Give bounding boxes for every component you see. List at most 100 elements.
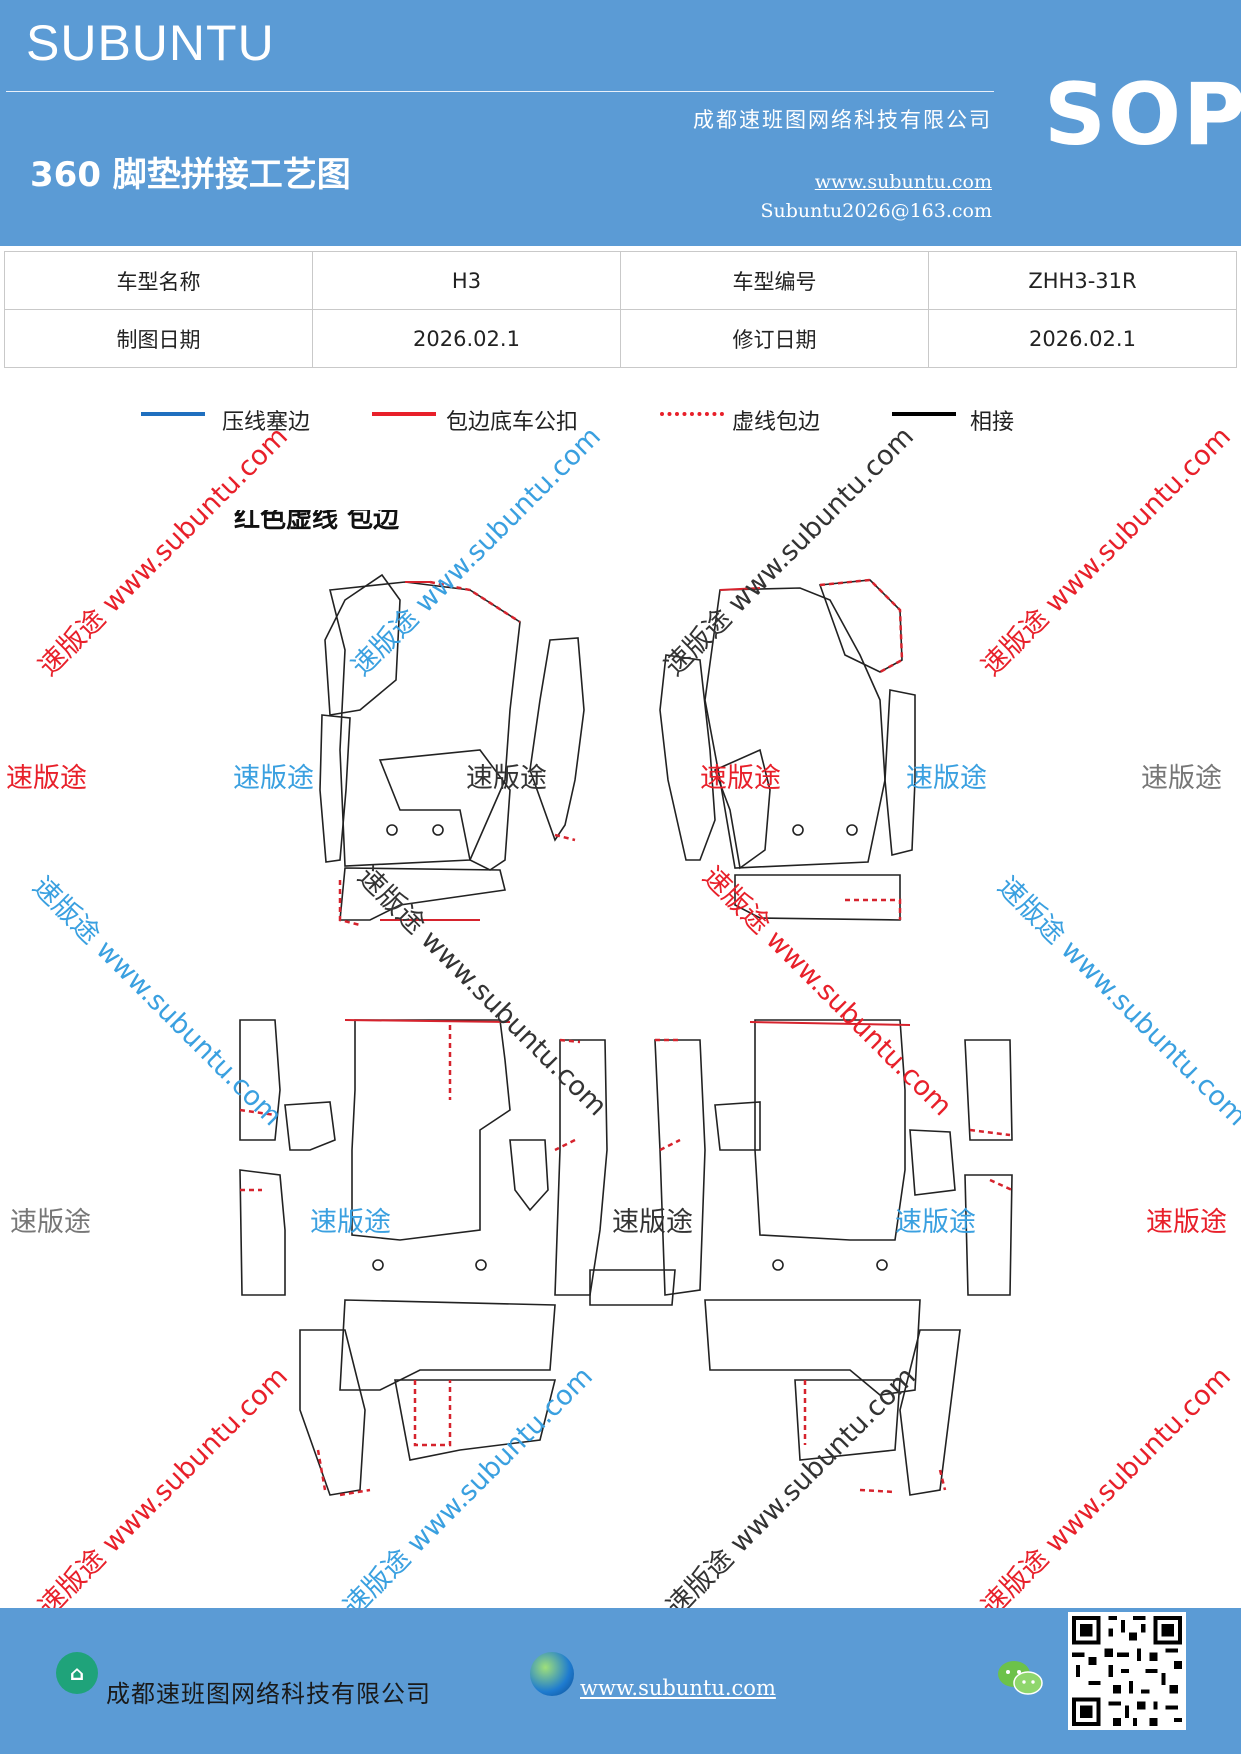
mat-hole <box>876 1259 888 1271</box>
label-drawing-date: 制图日期 <box>4 309 313 368</box>
mat-piece <box>339 1299 556 1391</box>
dashed-edge <box>429 580 521 624</box>
wechat-icon[interactable] <box>996 1658 1044 1698</box>
value-drawing-date: 2026.02.1 <box>312 309 621 368</box>
dashed-edge <box>413 1380 452 1447</box>
table-row: 制图日期 2026.02.1 修订日期 2026.02.1 <box>4 309 1237 368</box>
home-icon: ⌂ <box>56 1652 98 1694</box>
watermark-text: 速版途 <box>233 763 314 794</box>
mat-hole <box>475 1259 487 1271</box>
dashed-edge <box>859 1488 896 1494</box>
dashed-edge <box>316 1449 327 1491</box>
mat-piece <box>964 1039 1013 1141</box>
dashed-edge <box>938 1469 947 1491</box>
legend-line-red-dashed <box>660 412 724 416</box>
mat-piece <box>529 637 585 842</box>
value-model-code: ZHH3-31R <box>928 251 1237 310</box>
legend-line-black <box>892 412 956 416</box>
globe-icon <box>530 1652 574 1696</box>
watermark-text: 速版途 <box>1146 1207 1227 1238</box>
mat-piece <box>589 1269 676 1306</box>
dashed-edge <box>554 1138 576 1152</box>
watermark-text: 速版途 <box>310 1207 391 1238</box>
legend-label: 相接 <box>970 410 1015 435</box>
mat-piece <box>509 1139 549 1212</box>
legend-label: 虚线包边 <box>732 410 821 435</box>
mat-piece <box>319 714 351 863</box>
mat-piece <box>394 1379 557 1461</box>
dashed-edge <box>554 833 576 842</box>
brand-name: SUBUNTU <box>26 15 275 71</box>
label-model-name: 车型名称 <box>4 251 313 310</box>
footer-website-link[interactable]: www.subuntu.com <box>580 1676 776 1700</box>
red-solid-edges <box>344 581 911 1026</box>
mat-piece <box>351 1019 511 1241</box>
mat-outlines <box>239 573 1013 1496</box>
partial-caption-clip: 红色虚线 包边 <box>234 510 454 532</box>
legend-line-blue <box>141 412 205 416</box>
red-dashed-edges <box>239 578 1013 1497</box>
mat-piece <box>754 1019 906 1241</box>
mat-piece <box>909 1129 956 1196</box>
mat-hole <box>372 1259 384 1271</box>
dashed-edge <box>559 1038 581 1044</box>
watermark-text: 速版途 <box>700 763 781 794</box>
mat-piece <box>899 1329 961 1496</box>
dashed-edge <box>969 1128 1011 1137</box>
company-name: 成都速班图网络科技有限公司 <box>693 108 992 132</box>
mat-piece <box>794 1379 901 1461</box>
dashed-edge <box>239 1108 276 1117</box>
mat-piece <box>714 1101 761 1151</box>
vehicle-info-table: 车型名称 H3 车型编号 ZHH3-31R 制图日期 2026.02.1 修订日… <box>4 251 1237 368</box>
footer-company: 成都速班图网络科技有限公司 <box>106 1680 431 1708</box>
mat-hole <box>792 824 804 836</box>
label-revision-date: 修订日期 <box>620 309 929 368</box>
footer-banner: ⌂ 成都速班图网络科技有限公司 www.subuntu.com <box>0 1608 1241 1754</box>
mat-piece <box>818 579 903 673</box>
dashed-edge <box>338 880 361 927</box>
mat-piece <box>713 748 771 870</box>
mat-piece <box>299 1329 366 1496</box>
legend-line-red <box>372 412 436 416</box>
mat-hole <box>772 1259 784 1271</box>
dashed-edge <box>989 1178 1013 1192</box>
value-revision-date: 2026.02.1 <box>928 309 1237 368</box>
website-link[interactable]: www.subuntu.com <box>814 171 992 193</box>
dashed-edge <box>819 578 904 674</box>
watermark-text: 速版途 <box>6 763 87 794</box>
watermark-text: 速版途 <box>466 763 547 794</box>
label-model-code: 车型编号 <box>620 251 929 310</box>
mat-piece <box>704 1299 921 1396</box>
mat-piece <box>964 1174 1013 1296</box>
document-title: 360 脚垫拼接工艺图 <box>30 155 351 195</box>
email-address[interactable]: Subuntu2026@163.com <box>760 200 992 222</box>
red-edge <box>719 587 761 591</box>
partial-caption: 红色虚线 包边 <box>234 510 400 532</box>
mat-piece <box>239 1019 281 1141</box>
mat-piece <box>654 1039 706 1296</box>
mat-hole <box>386 824 398 836</box>
qr-code <box>1068 1612 1186 1730</box>
red-edge <box>344 1019 511 1023</box>
value-model-name: H3 <box>312 251 621 310</box>
watermark-text: 速版途 <box>1141 763 1222 794</box>
mat-piece <box>734 874 901 921</box>
watermark-text: 速版途 <box>906 763 987 794</box>
header-divider <box>6 91 994 92</box>
dashed-edge <box>659 1138 681 1152</box>
watermark-text: 速版途 <box>612 1207 693 1238</box>
mat-hole <box>846 824 858 836</box>
watermark-text: 速版途 <box>10 1207 91 1238</box>
mat-pattern-svg <box>239 573 1013 1497</box>
red-edge <box>749 1021 911 1026</box>
mat-piece <box>659 654 716 861</box>
mat-piece <box>884 689 916 857</box>
mat-piece <box>554 1039 608 1296</box>
floor-mat-diagram: 红色虚线 包边 <box>0 421 1241 1622</box>
table-row: 车型名称 H3 车型编号 ZHH3-31R <box>4 251 1237 310</box>
dashed-edge <box>845 898 902 920</box>
mat-piece <box>239 1169 286 1296</box>
mat-hole <box>432 824 444 836</box>
header-banner: SUBUNTU 360 脚垫拼接工艺图 成都速班图网络科技有限公司 www.su… <box>0 0 1241 246</box>
watermark-text: 速版途 <box>895 1207 976 1238</box>
